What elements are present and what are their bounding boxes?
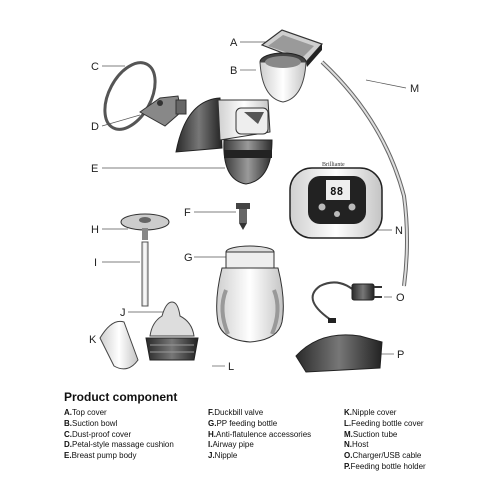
host-unit-part: [289, 167, 383, 239]
callout-a: A: [230, 37, 238, 49]
anti-flatulence-part: [120, 213, 170, 240]
legend-item: D.Petal-style massage cushion: [64, 440, 174, 450]
callout-p: P: [397, 349, 404, 361]
legend-item: C.Dust-proof cover: [64, 429, 132, 439]
legend-item: N.Host: [344, 440, 369, 450]
callout-c: C: [91, 61, 99, 73]
legend-item: E.Breast pump body: [64, 451, 137, 461]
legend-item: K.Nipple cover: [344, 408, 397, 417]
callout-e: E: [91, 163, 98, 175]
legend-item: L.Feeding bottle cover: [344, 418, 424, 428]
feeding-bottle-part: [216, 245, 284, 343]
callout-m: M: [410, 83, 419, 95]
top-cover-part: [260, 29, 324, 67]
legend-item: B.Suction bowl: [64, 418, 118, 428]
charger-cable-part: [311, 281, 382, 323]
callout-d: D: [91, 121, 99, 133]
callout-n: N: [395, 225, 403, 237]
airway-pipe-part: [141, 241, 149, 307]
bottle-holder-part: [295, 334, 383, 373]
callout-b: B: [230, 65, 237, 77]
legend-column-2: F.Duckbill valve G.PP feeding bottle H.A…: [208, 408, 311, 462]
legend-item: P.Feeding bottle holder: [344, 461, 426, 471]
callout-l: L: [228, 361, 234, 373]
massage-cushion-part: [139, 95, 187, 127]
legend-title: Product component: [64, 390, 178, 404]
nipple-part: [145, 301, 199, 361]
callout-h: H: [91, 224, 99, 236]
callout-g: G: [184, 252, 193, 264]
callout-o: O: [396, 292, 405, 304]
legend-item: H.Anti-flatulence accessories: [208, 429, 312, 439]
legend-column-3: K.Nipple cover L.Feeding bottle cover M.…: [344, 408, 426, 473]
duckbill-valve-part: [236, 203, 250, 230]
callout-f: F: [184, 207, 191, 219]
suction-bowl-part: [259, 52, 307, 103]
callout-j: J: [120, 307, 126, 319]
legend-item: O.Charger/USB cable: [344, 451, 422, 461]
legend-column-1: A.Top cover B.Suction bowl C.Dust-proof …: [64, 408, 174, 462]
legend-item: I.Airway pipe: [208, 440, 254, 450]
callout-k: K: [89, 334, 97, 346]
breast-pump-body-part: [175, 97, 273, 185]
suction-tube-part: [320, 60, 409, 287]
legend-item: J.Nipple: [208, 451, 238, 461]
legend-item: M.Suction tube: [344, 429, 398, 439]
brand-label: Brilliante: [322, 162, 345, 168]
legend-item: A.Top cover: [64, 408, 107, 417]
legend-item: F.Duckbill valve: [208, 408, 264, 417]
nipple-cover-part: [99, 320, 139, 370]
callout-i: I: [94, 257, 97, 269]
lcd-display-value: 88: [330, 185, 343, 198]
legend-item: G.PP feeding bottle: [208, 418, 278, 428]
